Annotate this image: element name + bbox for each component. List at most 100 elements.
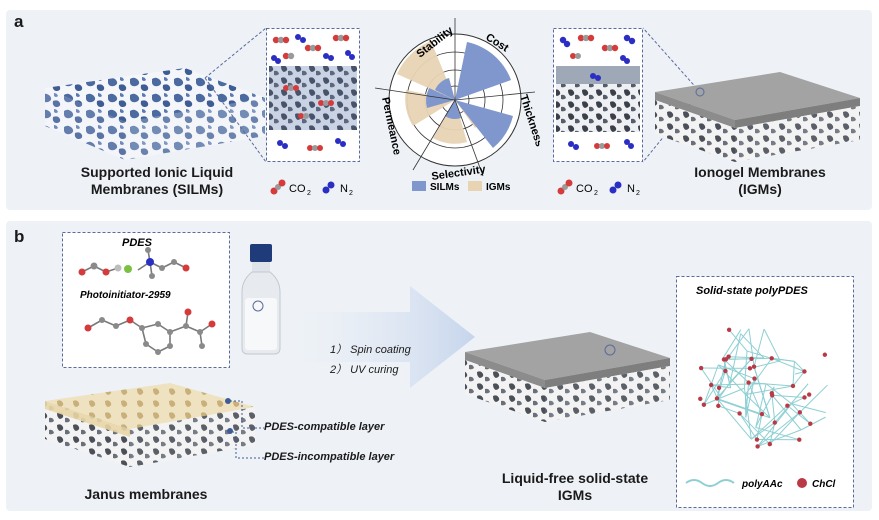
polymer-chain [728,328,750,357]
chcl-dot [767,441,773,447]
igms-title-line1: Ionogel Membranes [694,164,826,180]
chcl-dot [806,392,812,397]
polymer-chain [722,329,742,359]
chcl-dot [802,395,807,400]
silm-zoom-box [266,28,360,162]
chcl-dot [802,369,807,374]
polymer-chain [761,395,773,415]
pdes-atoms [78,247,216,355]
polymer-chain [718,405,740,414]
chcl-dot [698,396,703,401]
chcl-dot [751,364,757,369]
radar-chart: Stability Cost Thickness Selectivity Per… [374,18,540,183]
n2-molecule-icon [322,181,335,194]
chcl-dot [769,356,774,361]
polymer-chain [799,384,828,413]
igm-sector-selectivity [433,100,467,144]
polymer-chain [755,427,800,441]
chcl-dot [714,396,720,401]
janus-membrane-block [45,383,255,467]
gas-legend-right: CO 2 N 2 [557,179,640,197]
polymer-chain [716,397,763,415]
chcl-legend-icon [797,478,807,488]
polyaac-legend-icon [685,479,735,487]
panel-a-label: a [14,12,24,31]
co2-molecule-icon [270,179,286,195]
polymer-chain [719,358,752,396]
polymer-chain [739,413,771,445]
polypdes-box: Solid-state polyPDES polyAAc ChCl [676,276,854,508]
chcl-dot [797,410,803,415]
chcl-dot [822,352,828,357]
polymer-chain [745,385,794,395]
legend-swatch-silms [412,181,426,191]
silms-title-line2: Membranes (SILMs) [90,181,224,197]
polymer-chain [748,328,755,367]
chcl-dot [723,368,728,374]
polymer-chain [771,394,802,431]
polymer-chain [765,383,792,405]
polymer-chain [772,394,805,398]
gas-right-co2-label: CO [576,183,593,195]
igm-bottom-molecules [568,139,634,150]
chcl-dot [716,385,722,391]
chcl-dot [726,327,732,332]
gas-right-n2-label: N [627,183,635,195]
polymer-chain [716,398,752,440]
chcl-dot [721,357,727,362]
polymer-chain [740,333,765,359]
chcl-dot [785,403,790,408]
chcl-dot [759,411,765,417]
polymer-chain [750,405,788,440]
co2-molecules-top [272,34,350,60]
polymer-chain [753,328,765,367]
molecules-bottom [277,138,346,151]
polymer-chain [787,405,811,425]
product-title-line2: IGMs [557,487,593,503]
chcl-dot [797,437,802,442]
polymer-chain [739,413,758,440]
gas-left-n2-sub: 2 [349,190,353,197]
chcl-dot [749,356,754,361]
polymer-chain [792,371,805,387]
igm-top-molecules [559,34,636,81]
polymer-chain [745,378,755,418]
polymer-chain [757,411,801,447]
polymer-chain [774,383,809,423]
silm-sector-selectivity [445,100,461,119]
chcl-dot [726,354,731,359]
gas-right-co2-sub: 2 [594,190,598,197]
step-spin-coating: 1） Spin coating [330,344,411,356]
n2-molecules-top [271,34,355,64]
polymer-chain [771,357,795,362]
polymer-chain [723,357,772,360]
arrow-icon [290,286,475,388]
polymer-chain [794,360,805,372]
chcl-dot [752,376,757,381]
n2-molecule-icon [609,181,622,194]
chcl-dot [755,444,760,449]
bottle-icon [241,244,281,355]
legend-igms: IGMs [486,182,511,193]
pdes-molecule-box: PDES Photoinitiator-2959 [62,232,230,368]
incompatible-layer-label: PDES-incompatible layer [264,451,395,463]
product-title: Liquid-free solid-state IGMs [490,470,660,504]
legend-silms: SILMs [430,182,460,193]
gas-legend-left: CO 2 N 2 [270,179,353,197]
polymer-chain [745,382,750,418]
polymer-chain [745,394,771,419]
layer-leader-lines [230,400,264,459]
polymer-chain [700,367,720,396]
polymer-chain [792,361,795,387]
axis-label-thickness: Thickness [517,93,540,148]
product-title-line1: Liquid-free solid-state [501,470,649,486]
igm-zoom-box [553,28,643,162]
chcl-dot [746,380,751,385]
product-igm-block [465,332,670,422]
igms-title-line2: (IGMs) [738,181,782,197]
chcl-dot [754,437,760,442]
pdes-title: PDES [122,237,153,249]
polymer-chain [756,414,763,440]
polymer-network [698,327,828,449]
